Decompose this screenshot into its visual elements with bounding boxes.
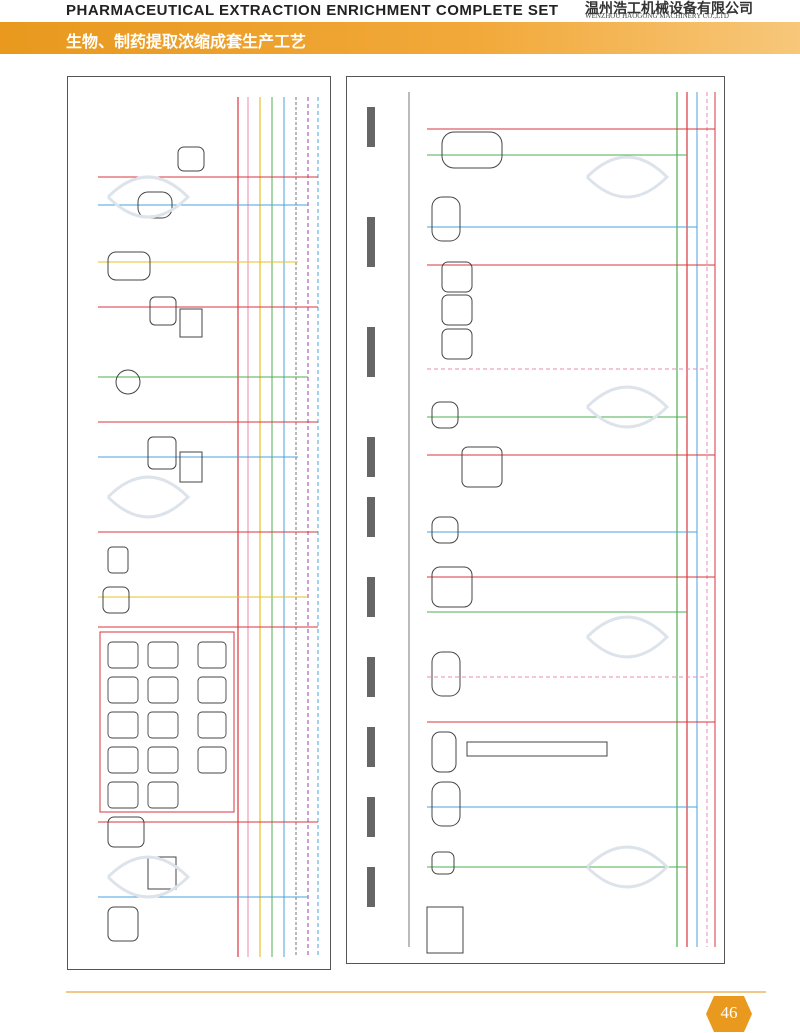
section-title: 生物、制药提取浓缩成套生产工艺	[66, 32, 307, 51]
right-process-diagram	[346, 76, 725, 964]
left-process-diagram-drawing	[98, 97, 319, 957]
company-name-cn: 温州浩工机械设备有限公司	[585, 1, 753, 17]
right-process-diagram-drawing	[367, 92, 716, 954]
page-number-badge	[706, 996, 752, 1032]
section-banner: 生物、制药提取浓缩成套生产工艺	[0, 22, 800, 54]
left-process-diagram	[67, 76, 331, 970]
page-title: PHARMACEUTICAL EXTRACTION ENRICHMENT COM…	[66, 2, 559, 19]
page-number: 46	[720, 1003, 738, 1022]
footer-divider	[66, 991, 766, 993]
company-name-en: WENZHOU HAOGONG MACHINERY CO.,LTD	[585, 12, 729, 20]
